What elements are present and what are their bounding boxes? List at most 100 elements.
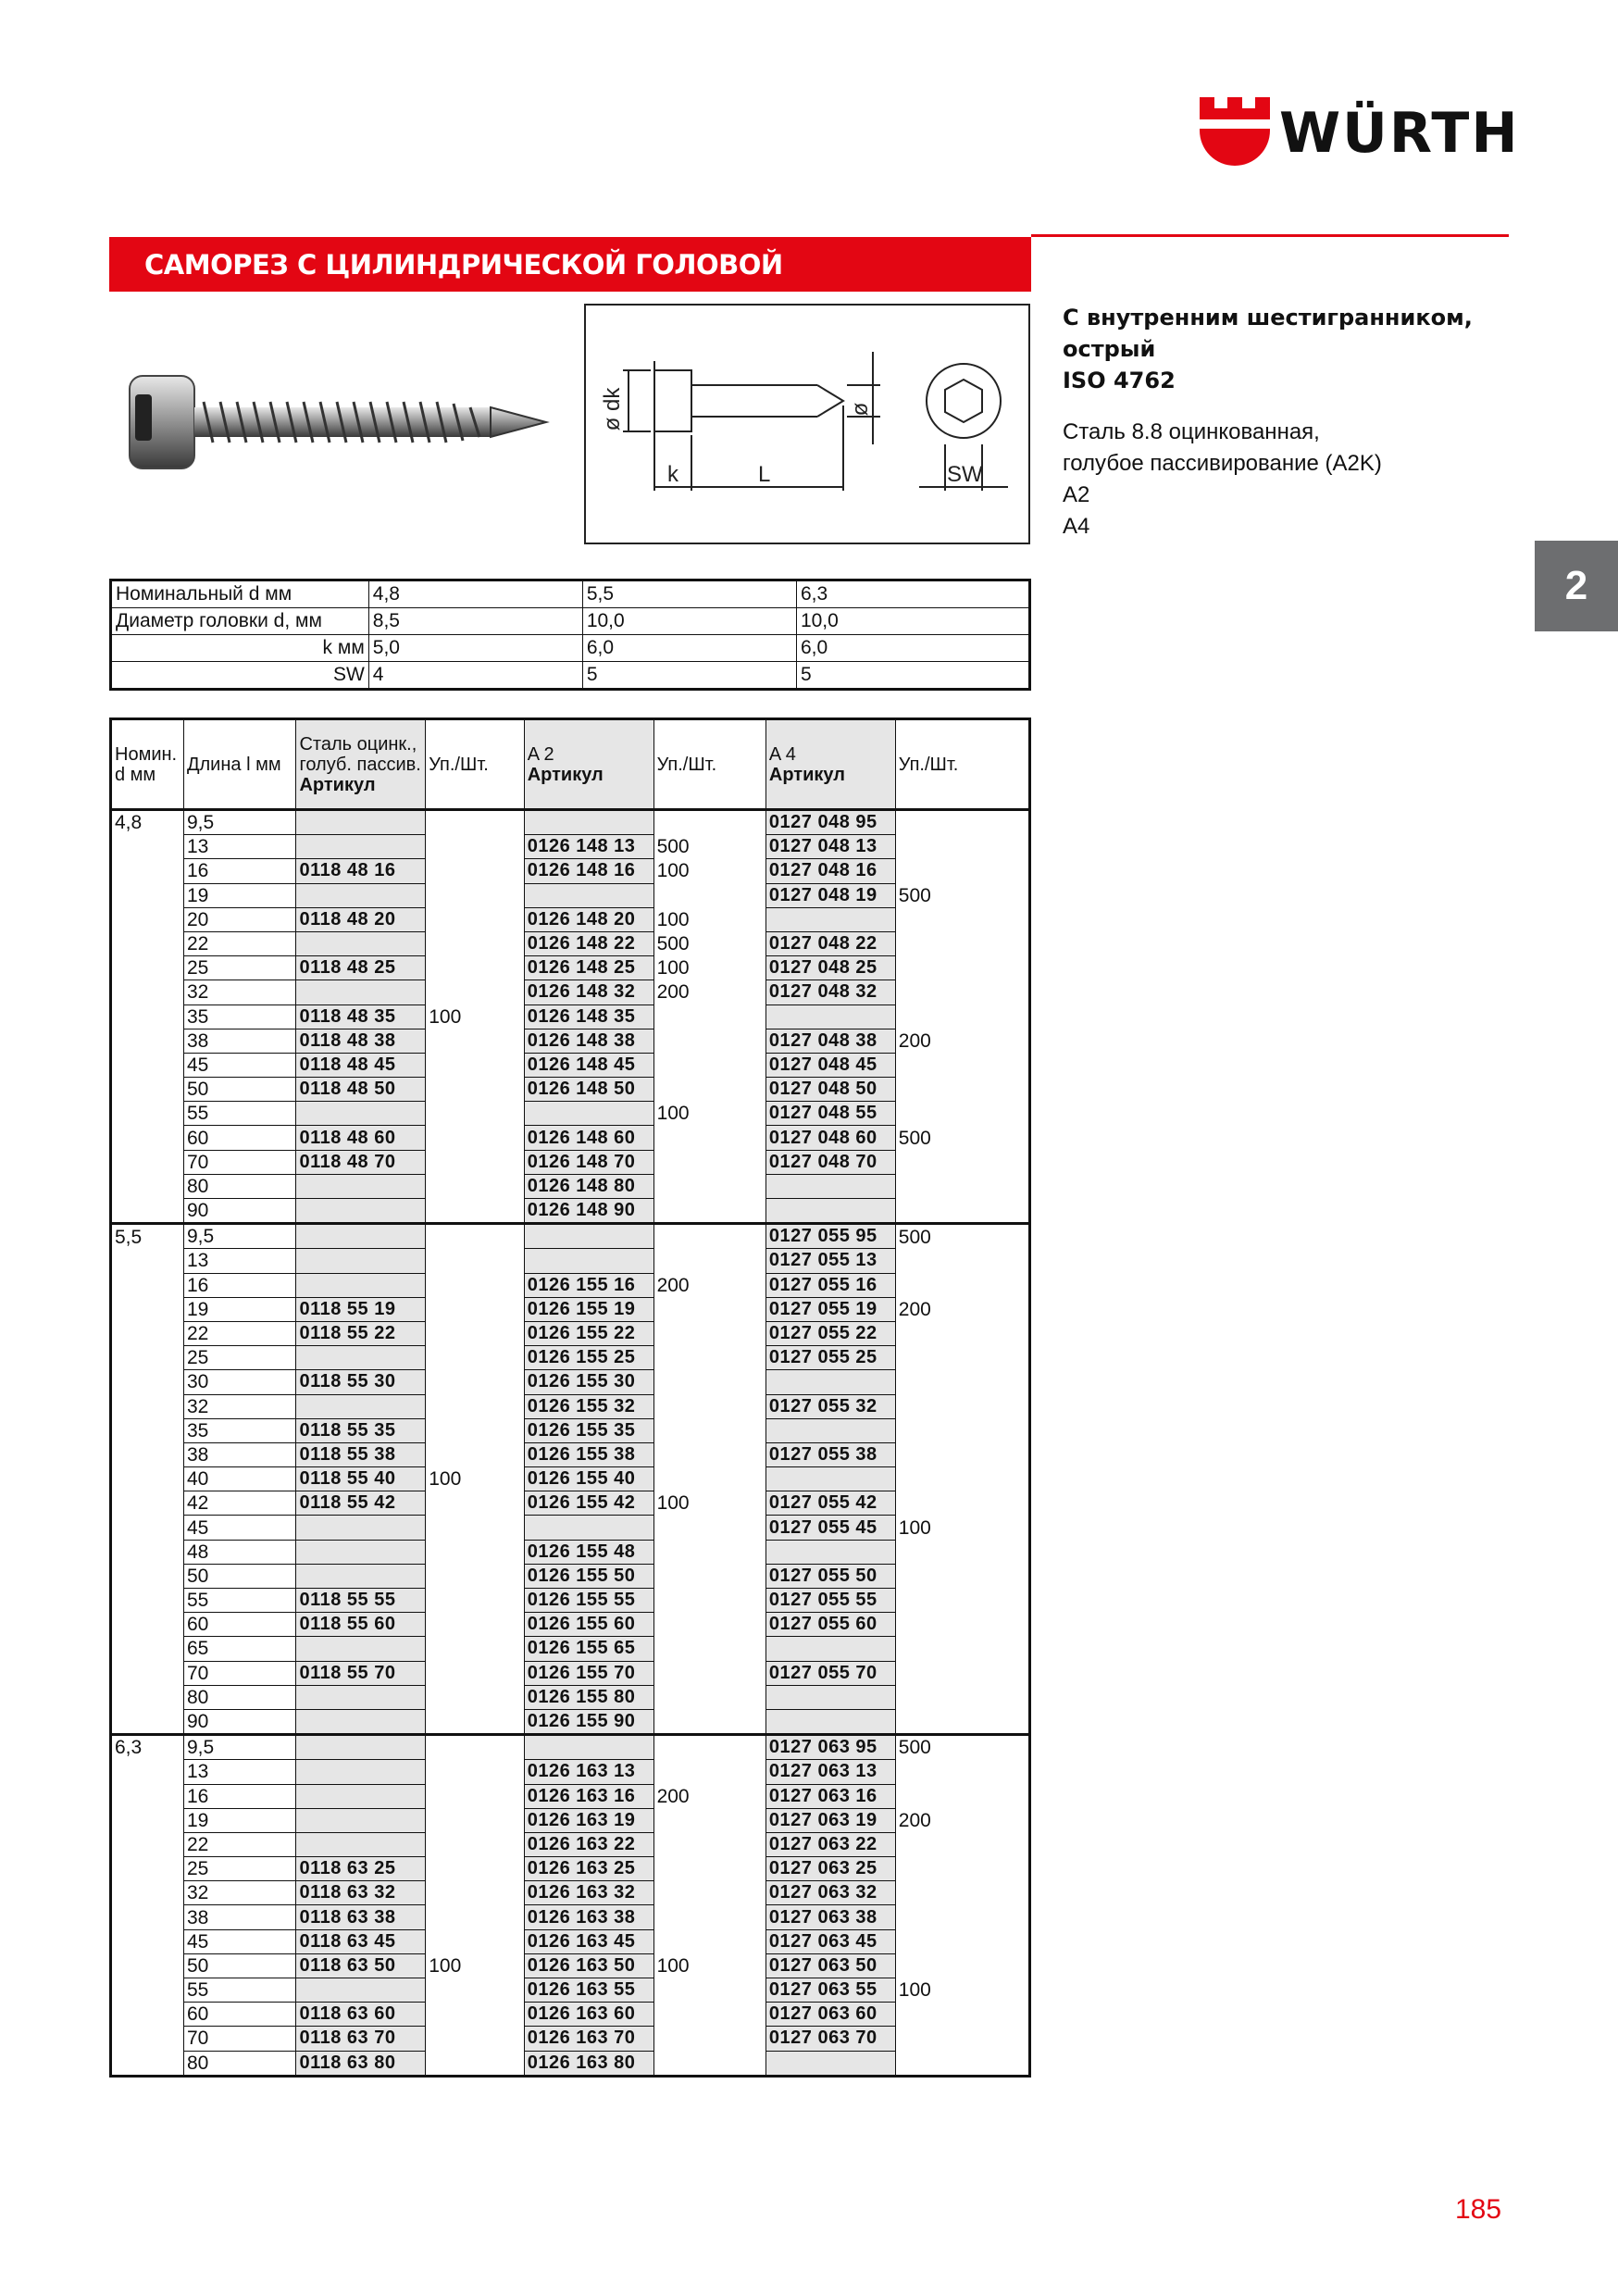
- pack-qty: [425, 1734, 525, 1760]
- nominal-cell: [110, 1491, 184, 1516]
- a2-article: 0126 163 13: [523, 1759, 654, 1784]
- steel-article: [295, 1783, 427, 1809]
- dim-value: 10,0: [581, 607, 797, 635]
- pack-qty: [425, 1832, 525, 1857]
- a2-article: 0126 155 60: [523, 1612, 654, 1637]
- a4-article: [765, 1684, 896, 1710]
- pack-qty: [894, 980, 1031, 1004]
- nominal-cell: [110, 931, 184, 956]
- pack-qty: [425, 1929, 525, 1954]
- a2-article: 0126 155 65: [523, 1636, 654, 1662]
- pack-qty: [425, 1442, 525, 1467]
- pack-qty: [425, 1709, 525, 1737]
- pack-qty: 500: [653, 931, 766, 956]
- pack-qty: 100: [653, 1491, 766, 1516]
- dimension-diagram: ø dk ø k L SW: [600, 352, 1008, 491]
- a4-article: 0127 055 70: [765, 1660, 896, 1686]
- steel-article: [295, 1759, 427, 1784]
- pack-qty: [425, 834, 525, 859]
- nominal-cell: [110, 1029, 184, 1054]
- pack-qty: [425, 1077, 525, 1102]
- pack-qty: [425, 1540, 525, 1565]
- a4-article: [765, 1466, 896, 1491]
- pack-qty: [894, 1880, 1031, 1905]
- a4-article: [765, 1636, 896, 1662]
- pack-qty: [425, 1101, 525, 1126]
- length-cell: 13: [182, 1248, 297, 1274]
- pack-qty: [894, 1198, 1031, 1226]
- pack-qty: [425, 1125, 525, 1151]
- pack-qty: [894, 1904, 1031, 1930]
- a2-article: 0126 163 70: [523, 2026, 654, 2052]
- pack-qty: [653, 1661, 766, 1686]
- nominal-cell: [110, 1540, 184, 1565]
- header-steel: Сталь оцинк., голуб. пассив.Артикул: [295, 718, 427, 811]
- pack-qty: [894, 1394, 1031, 1419]
- dim-value: 6,0: [795, 634, 1031, 662]
- dim-value: 6,3: [795, 580, 1031, 608]
- pack-qty: [425, 1273, 525, 1298]
- pack-qty: [653, 1856, 766, 1881]
- pack-qty: [653, 2051, 766, 2078]
- length-cell: 45: [182, 1052, 297, 1078]
- a4-article: 0127 055 16: [765, 1272, 896, 1298]
- a4-article: 0127 048 45: [765, 1052, 896, 1078]
- a4-article: 0127 048 55: [765, 1101, 896, 1126]
- pack-qty: [894, 1101, 1031, 1126]
- nominal-cell: [110, 907, 184, 932]
- length-cell: 35: [182, 1004, 297, 1029]
- pack-qty: [894, 1856, 1031, 1881]
- pack-qty: [653, 1685, 766, 1710]
- pack-qty: [653, 2002, 766, 2027]
- pack-qty: [425, 809, 525, 835]
- label-k: k: [667, 462, 679, 487]
- a2-article: 0126 155 16: [523, 1272, 654, 1298]
- pack-qty: 100: [425, 1466, 525, 1491]
- desc-title-2: острый: [1063, 336, 1156, 362]
- pack-qty: [425, 1248, 525, 1274]
- screw-photo: [129, 375, 550, 469]
- nominal-cell: [110, 834, 184, 859]
- pack-qty: [425, 1369, 525, 1394]
- pack-qty: [653, 1636, 766, 1662]
- steel-article: [295, 1101, 427, 1126]
- pack-qty: [894, 1636, 1031, 1662]
- a2-article: 0126 155 90: [523, 1708, 654, 1737]
- steel-article: [295, 1734, 427, 1760]
- header-rule: [1031, 234, 1509, 237]
- pack-qty: [894, 1612, 1031, 1637]
- nominal-cell: [110, 1784, 184, 1809]
- steel-article: 0118 48 60: [295, 1125, 427, 1151]
- length-cell: 25: [182, 955, 297, 980]
- a4-article: 0127 048 22: [765, 930, 896, 956]
- technical-drawing: ø dk ø k L SW: [584, 304, 1030, 544]
- table-header: Номин. d мм Длина l мм Сталь оцинк., гол…: [110, 718, 1031, 811]
- pack-qty: [425, 2026, 525, 2052]
- steel-article: 0118 63 60: [295, 2002, 427, 2027]
- nominal-cell: [110, 1564, 184, 1589]
- pack-qty: [653, 1808, 766, 1833]
- pack-qty: [894, 2026, 1031, 2052]
- a4-article: 0127 055 95: [765, 1223, 896, 1249]
- nominal-cell: [110, 2026, 184, 2052]
- steel-article: 0118 63 45: [295, 1928, 427, 1954]
- pack-qty: [894, 1540, 1031, 1565]
- length-cell: 38: [182, 1441, 297, 1467]
- nominal-cell: [110, 980, 184, 1004]
- a4-article: 0127 063 22: [765, 1831, 896, 1857]
- nominal-cell: [110, 1709, 184, 1737]
- a2-article: 0126 155 25: [523, 1345, 654, 1370]
